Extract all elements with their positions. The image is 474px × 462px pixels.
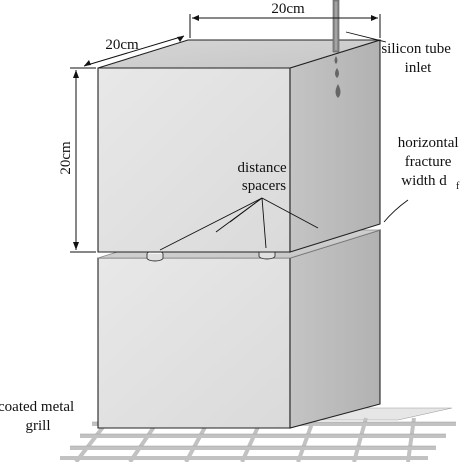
distance-spacers-label: distance spacers: [238, 160, 291, 194]
dim-depth-label: 20cm: [105, 37, 139, 53]
fracture-width-subscript: f: [456, 181, 460, 192]
dim-top-width-label: 20cm: [271, 1, 305, 17]
bottom-block-front-face: [97, 257, 291, 429]
silicon-tube-label: silicon tube inlet: [381, 41, 454, 76]
water-drop: [335, 84, 341, 98]
silicon-tube: [332, 0, 341, 98]
dimension-top-width: [189, 14, 381, 38]
bottom-block: [97, 229, 381, 429]
leader-lines: [159, 31, 409, 251]
water-drop: [334, 56, 338, 64]
dim-height-label: 20cm: [58, 141, 74, 175]
top-block: [97, 39, 381, 253]
metal-grill-label: coated metal grill: [0, 399, 78, 434]
top-block-top-face: [97, 39, 381, 69]
horizontal-fracture-label: horizontal fracture width d: [398, 135, 463, 189]
water-drop: [335, 68, 339, 78]
dimension-height: [70, 67, 96, 253]
bottom-block-side-face: [289, 229, 381, 429]
